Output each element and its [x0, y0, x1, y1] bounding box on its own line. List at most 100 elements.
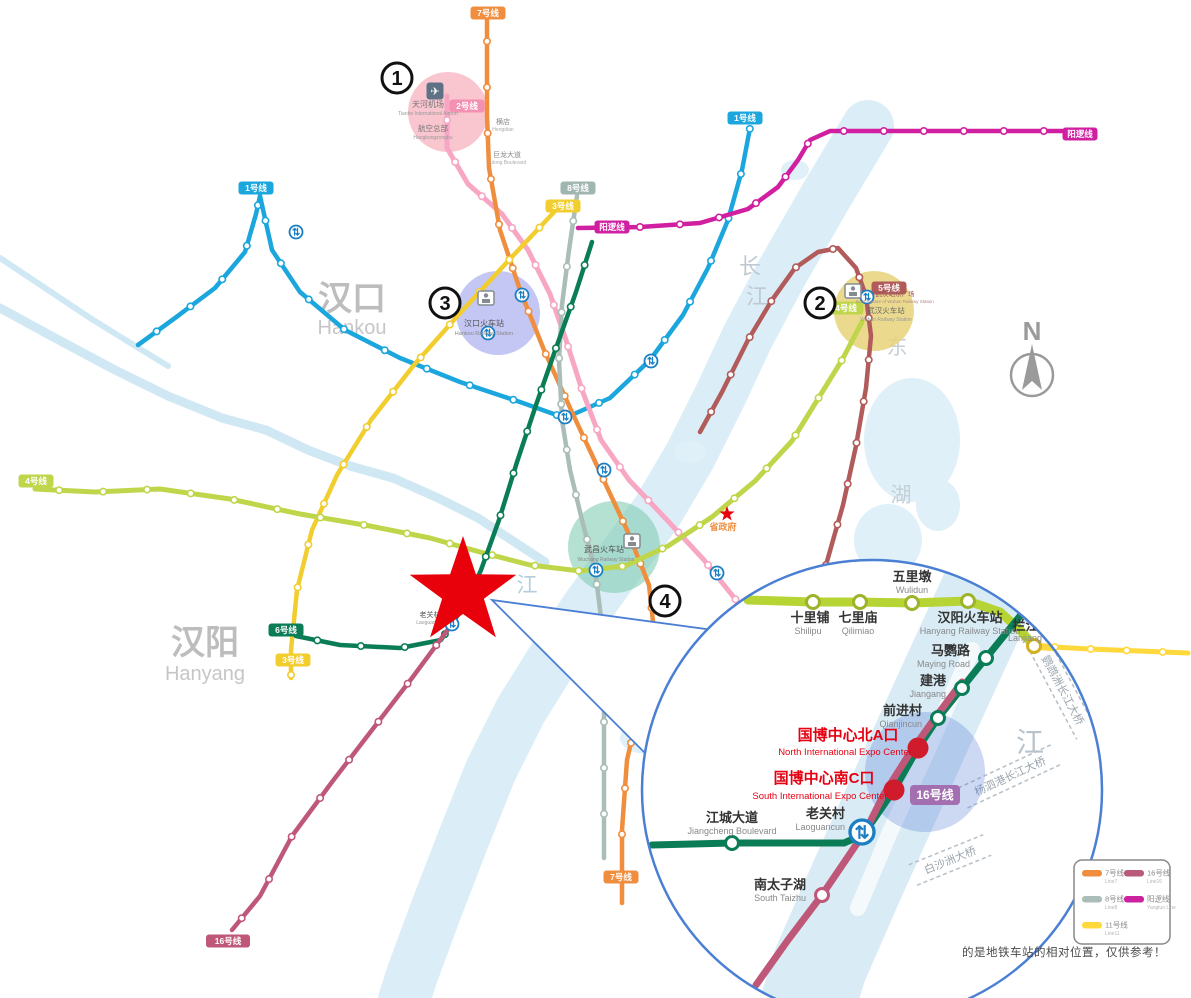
compass-needle [1022, 344, 1042, 390]
inset-line-line6 [648, 582, 1054, 849]
station-dot [999, 127, 1008, 136]
gov-label: 省政府 [708, 521, 736, 532]
transfer-icon-arrows: ⇅ [863, 293, 872, 304]
inset-station-name-cn: 江城大道 [706, 810, 758, 825]
line-badge-label: 8号线 [567, 183, 589, 193]
station-dot [828, 245, 837, 254]
station-dot [495, 220, 504, 229]
line-badge: 4号线 [18, 474, 54, 488]
station-dot [855, 273, 864, 282]
transfer-icon-arrows: ⇅ [518, 291, 527, 302]
line-badge-bg [1062, 127, 1098, 141]
station-dot [620, 784, 629, 793]
legend-label-cn: 7号线 [1105, 868, 1125, 878]
area-number-ring [803, 286, 837, 320]
station-dot [422, 364, 431, 373]
station-dot [675, 220, 684, 229]
station-dot [482, 83, 491, 92]
inset-station-dot [805, 594, 821, 610]
area-label: Tianhe International Airport [398, 111, 458, 117]
inset-station-name-en: Jiangcheng Boulevard [687, 826, 776, 836]
station-dot [852, 438, 861, 447]
station-dot [345, 755, 354, 764]
railway-station-icon-base [482, 299, 490, 303]
station-dot [615, 462, 624, 471]
station-dot [465, 381, 474, 390]
transfer-icon-ring [514, 287, 530, 303]
station-dot [618, 517, 627, 526]
area-label: Hangkongzongbu [413, 135, 452, 141]
han-river [0, 303, 550, 567]
station-dot [566, 302, 575, 311]
inset-station-dot [1026, 638, 1042, 654]
airport-icon-bg [426, 82, 444, 100]
station-dot [617, 830, 626, 839]
station-dot [359, 520, 368, 529]
station-dot [152, 327, 161, 336]
station-dot [99, 487, 108, 496]
station-dot [792, 263, 801, 272]
line-badge: 16号线 [206, 934, 250, 948]
station-dot [276, 259, 285, 268]
station-dot [707, 256, 716, 265]
region-label: 长 [739, 254, 761, 279]
inset-station-dot [978, 650, 994, 666]
station-dot [1039, 127, 1048, 136]
station-dot [557, 400, 566, 409]
station-dot [261, 216, 270, 225]
inset-station-name-cn: 建港 [920, 673, 947, 688]
station-dot [583, 535, 592, 544]
station-dot [508, 264, 517, 273]
station-dot [703, 560, 712, 569]
legend-label-en: Line16 [1147, 879, 1162, 885]
metro-line-line11-east [1032, 643, 1191, 656]
area-label: Hankou Railway Station [455, 331, 513, 337]
legend-swatch [1082, 870, 1102, 877]
line-badge-bg [603, 870, 639, 884]
expo-entrance-dot [883, 779, 905, 801]
metro-line-line4 [32, 319, 865, 575]
station-dot [592, 580, 601, 589]
station-dot [488, 551, 497, 560]
bridge-edge [957, 743, 1053, 789]
line-badge-bg [470, 6, 506, 20]
station-dot [879, 127, 888, 136]
station-dot [403, 679, 412, 688]
station-dot [686, 297, 695, 306]
region-label: 汉口 [318, 280, 386, 318]
station-dot [486, 175, 495, 184]
station-dot [658, 544, 667, 553]
station-dot [599, 809, 608, 818]
railway-station-icon-base [849, 292, 857, 296]
area-label: 航空总部 [418, 123, 448, 133]
line-badge-label: 4号线 [25, 476, 47, 486]
station-dot [286, 670, 295, 679]
transfer-layer: ⇅⇅⇅⇅⇅⇅⇅⇅⇅⇅ [288, 224, 875, 632]
line-badge-label: 1号线 [245, 183, 267, 193]
line-badge-label: 16号线 [215, 936, 242, 946]
metro-line-path [229, 621, 455, 933]
inset-station-name-en: Hanyang Railway Station [920, 626, 1021, 636]
station-label: 老关村 [420, 610, 441, 619]
transfer-icon: ⇅ [514, 287, 530, 303]
line-badge-bg [594, 220, 630, 234]
inset-content: 江鹦鹉洲长江大桥杨泗港长江大桥白沙洲大桥十里铺Shilipu七里庙Qilimia… [648, 560, 1102, 998]
legend-label-en: Line11 [1105, 931, 1120, 937]
station-label: Laoguancun [416, 620, 444, 626]
transfer-icon-arrows: ⇅ [854, 823, 869, 843]
lake [864, 378, 960, 502]
station-dot [186, 302, 195, 311]
inset-station-name-cn: 五里墩 [892, 569, 932, 584]
line-badge-bg [727, 111, 763, 125]
station-dot [445, 320, 454, 329]
inset-station-name-cn: 十里铺 [790, 610, 829, 625]
station-dot [55, 486, 64, 495]
station-dot [316, 513, 325, 522]
metro-line-line16 [229, 621, 455, 933]
station-dot [695, 521, 704, 530]
legend-label-cn: 16号线 [1147, 868, 1171, 878]
station-dot [416, 353, 425, 362]
station-dot [864, 314, 873, 323]
